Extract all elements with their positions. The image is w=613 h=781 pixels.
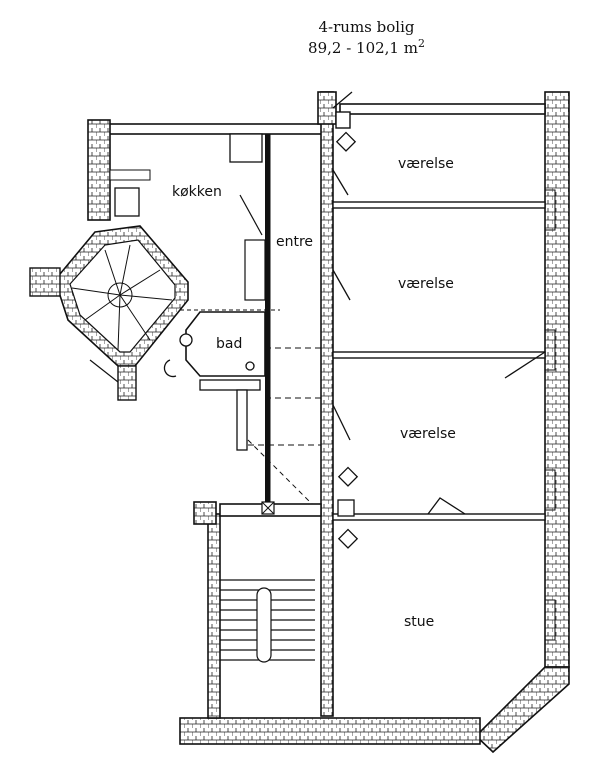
room-label-kitchen: køkken bbox=[172, 184, 222, 200]
bottom-outer-wall bbox=[179, 717, 481, 745]
stairwell-left-wall bbox=[207, 513, 221, 719]
area-unit-exponent: 2 bbox=[417, 37, 425, 50]
stairs bbox=[220, 579, 315, 663]
top-wall-rooms bbox=[339, 103, 546, 115]
corner-diagonal-wall bbox=[474, 666, 570, 754]
top-wall-kitchen bbox=[107, 123, 331, 135]
room-label-room1: værelse bbox=[398, 156, 454, 172]
partition-room3-living bbox=[332, 513, 546, 521]
room-label-room3: værelse bbox=[400, 426, 456, 442]
room-label-bath: bad bbox=[216, 336, 243, 352]
partition-room2-room3 bbox=[332, 351, 546, 359]
right-outer-wall bbox=[544, 91, 570, 668]
kitchen-left-wall bbox=[87, 119, 111, 221]
entre-wall bbox=[265, 134, 270, 514]
room-label-hall: entre bbox=[276, 234, 314, 250]
plan-title: 4-rums bolig bbox=[318, 18, 415, 36]
area-value: 89,2 - 102,1 m bbox=[308, 39, 418, 57]
bathroom-walls bbox=[185, 311, 266, 377]
room-label-room2: værelse bbox=[398, 276, 454, 292]
partition-room1-room2 bbox=[332, 201, 546, 209]
plan-area: 89,2 - 102,1 m2 bbox=[0, 37, 613, 57]
central-wall bbox=[320, 91, 334, 717]
room-label-living: stue bbox=[404, 614, 435, 630]
